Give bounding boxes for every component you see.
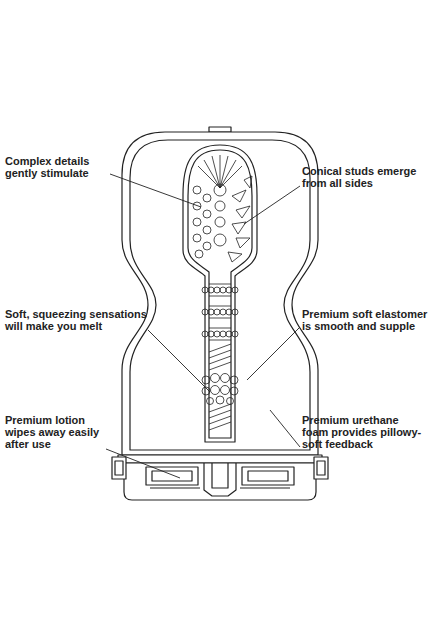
leader-line [148, 330, 210, 392]
sleeve-outline [183, 145, 257, 442]
cup-inner-outline [130, 140, 310, 450]
callout-text: Conical studs emerge from all sides [302, 165, 424, 189]
callout-text: Premium urethane foam provides pillowy-s… [302, 414, 426, 450]
leader-line [110, 174, 201, 207]
callout-text: Premium soft elastomer is smooth and sup… [302, 308, 430, 332]
leader-line [247, 327, 300, 380]
fan-ridges [198, 155, 242, 196]
diagonal-ribs [209, 344, 231, 430]
cup-outline [122, 132, 318, 455]
callout-text: Soft, squeezing sensations will make you… [5, 308, 153, 332]
leader-line [244, 186, 300, 224]
conical-studs [228, 176, 252, 262]
cup-base [112, 455, 328, 500]
callout-text: Complex details gently stimulate [5, 155, 117, 179]
cap-nub [209, 127, 231, 132]
callout-text: Premium lotion wipes away easily after u… [5, 414, 107, 450]
leader-line [270, 410, 300, 447]
leader-line [106, 449, 180, 478]
beaded-bands [202, 284, 238, 340]
leader-lines [106, 174, 300, 478]
sleeve-inner [188, 150, 252, 438]
nub-grid [193, 186, 226, 258]
